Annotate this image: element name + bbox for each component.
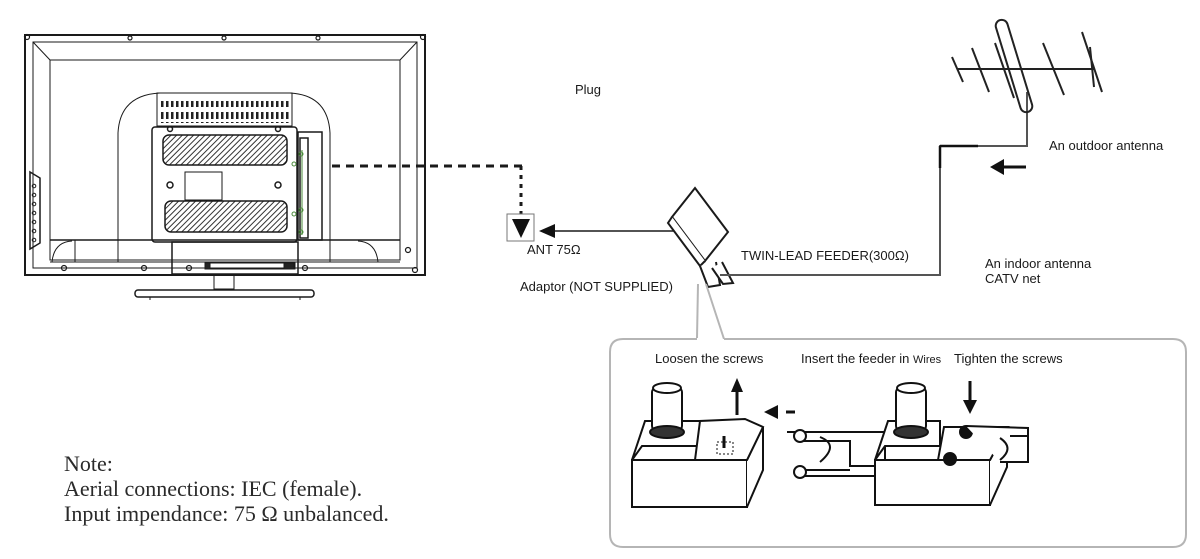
indoor-antenna-label: An indoor antenna	[985, 256, 1092, 271]
signal-direction-arrow	[990, 159, 1026, 175]
note-title: Note:	[64, 451, 113, 476]
outdoor-antenna-label: An outdoor antenna	[1049, 138, 1164, 153]
adaptor-to-ant-arrow	[539, 224, 675, 238]
step1-connector-illustration	[631, 378, 765, 508]
top-vent-grille	[156, 92, 293, 127]
step-insert-feeder-label: Insert the feeder in Wires	[801, 351, 941, 368]
adaptor-plug	[666, 186, 735, 289]
note-input-impedance: Input impendance: 75 Ω unbalanced.	[64, 501, 389, 526]
outdoor-antenna-icon	[951, 18, 1103, 114]
step2-feeder-wires	[764, 405, 886, 479]
twin-lead-feeder-label: TWIN-LEAD FEEDER(300Ω)	[741, 248, 909, 263]
dashed-cable	[332, 164, 523, 214]
callout-pointer	[696, 283, 725, 340]
tv-inner-frame	[32, 41, 418, 269]
step-loosen-screws-label: Loosen the screws	[655, 351, 764, 366]
catv-net-label: CATV net	[985, 271, 1041, 286]
step-tighten-screws-label: Tighten the screws	[954, 351, 1063, 366]
adaptor-label: Adaptor (NOT SUPPLIED)	[520, 279, 673, 294]
plug-label: Plug	[575, 82, 602, 97]
note-aerial-connections: Aerial connections: IEC (female).	[64, 476, 363, 501]
hatched-panel-upper	[162, 134, 288, 166]
tv-outer-frame	[24, 34, 426, 276]
ant-socket	[506, 213, 535, 242]
step-insert-feeder-text: Insert the feeder in	[801, 351, 914, 366]
hatched-panel-lower	[164, 200, 288, 233]
step-insert-feeder-wires-text: Wires	[913, 354, 942, 366]
twin-lead-feeder	[720, 92, 1028, 276]
side-av-panel	[29, 170, 41, 251]
ant-75-ohm-label: ANT 75Ω	[527, 242, 581, 257]
stand-neck	[213, 273, 235, 290]
tv-rear-view	[23, 33, 427, 300]
stand-base	[134, 289, 315, 298]
tv-back-panel	[49, 59, 401, 261]
step3-connector-illustration	[874, 381, 1029, 506]
stand-bracket	[171, 241, 299, 275]
